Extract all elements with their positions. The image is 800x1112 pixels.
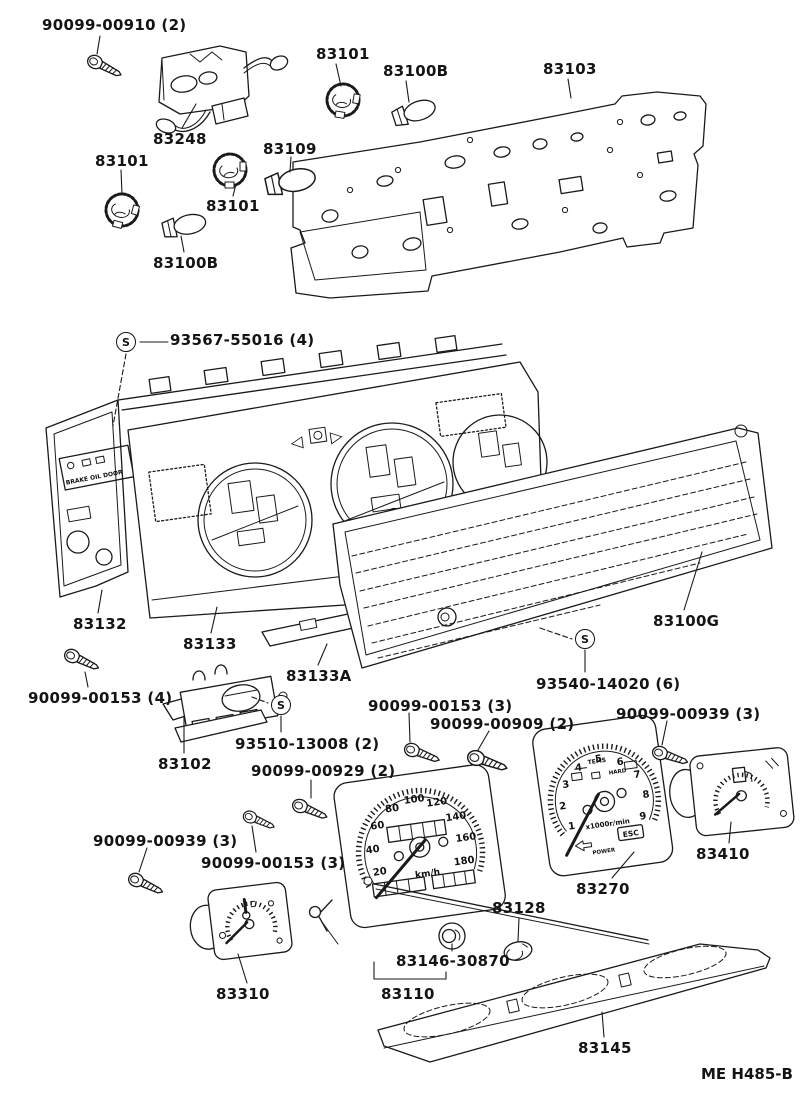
part-label-83109: 83109 [263,140,317,158]
part-label-90099-00939-2: 90099-00939 (3) [93,832,238,850]
part-label-83101-2: 83101 [95,152,149,170]
part-label-83145: 83145 [578,1039,632,1057]
part-label-90099-00929: 90099-00929 (2) [251,762,396,780]
speedo-tick-60: 60 [370,820,385,833]
pointer-rod [363,876,650,945]
part-label-83101-3: 83101 [206,197,260,215]
part-label-90099-00910: 90099-00910 (2) [42,16,187,34]
speedo-tick-120: 120 [426,796,448,810]
tach-tick-2: 2 [559,801,567,813]
screw-90099-00153-3a [402,740,443,766]
part-label-83103: 83103 [543,60,597,78]
part-label-83101-1: 83101 [316,45,370,63]
bulb-socket-83101-1 [322,79,364,123]
bulb-socket-83101-2 [100,188,144,234]
part-label-83102: 83102 [158,755,212,773]
part-label-83146-30870: 83146-30870 [396,952,510,970]
speedo-tick-80: 80 [385,803,400,816]
meter-lens-83100G [332,424,773,669]
tach-tick-1: 1 [568,821,576,833]
part-label-90099-00153-4: 90099-00153 (4) [28,689,173,707]
leader-lines [84,35,732,1038]
part-label-90099-00939-1: 90099-00939 (3) [616,705,761,723]
tach-tick-3: 3 [562,779,570,791]
hard-indicator-label: HARD [608,768,627,776]
part-label-93540-14020: 93540-14020 (6) [536,675,681,693]
tach-tick-9: 9 [639,811,647,823]
figure-code: ME H485-B [701,1065,793,1083]
part-label-83410: 83410 [696,845,750,863]
tach-tick-6: 6 [616,756,624,768]
part-label-83110: 83110 [381,985,435,1003]
part-label-83133A: 83133A [286,667,352,685]
part-label-83100B-2: 83100B [153,254,219,272]
part-label-90099-00153-3a: 90099-00153 (3) [368,697,513,715]
part-label-83270: 83270 [576,880,630,898]
dashed-leader-lines [112,353,573,704]
bulb-socket-83101-3 [212,152,248,190]
tems-indicator-label: TEMS [587,757,606,767]
screw-90099-00929 [290,796,331,823]
speed-sensor-83248 [155,45,289,134]
speedo-tick-40: 40 [365,844,380,857]
tach-tick-8: 8 [642,789,650,801]
speedometer-83110: 20 40 60 80 100 120 140 160 180 km/h [333,764,506,929]
speedo-tick-20: 20 [372,866,387,879]
part-label-83248: 83248 [153,130,207,148]
tach-tick-5: 5 [594,753,602,765]
speedo-tick-140: 140 [445,810,467,824]
tachometer-83270: 1 2 3 4 5 6 7 8 9 x1000r/min TEMS HARD E… [532,714,674,877]
s-marker-93510: S [271,695,291,715]
turn-left-arrow-icon: ◁ [288,431,305,452]
lower-cover-83145 [377,943,771,1063]
part-label-83310: 83310 [216,985,270,1003]
fuel-gauge-83410 [669,747,795,837]
screw-90099-00910 [84,52,125,81]
temp-gauge-83310 [189,881,293,961]
part-label-90099-00909: 90099-00909 (2) [430,715,575,733]
power-indicator-label: POWER [592,847,616,856]
trip-reset-shaft [308,899,339,945]
circuit-board-83103 [290,91,707,299]
screw-90099-00153-3b [241,808,278,833]
meter-case-rear-83132: BRAKE OIL DOOR [45,335,507,598]
turn-right-arrow-icon: ▷ [329,426,345,447]
part-label-83100B-1: 83100B [383,62,449,80]
turn-signal-arrow-icons: ◁ ▷ [288,426,345,452]
s-marker-93540: S [575,629,595,649]
screw-90099-00153-4 [61,646,102,674]
bulb-83100B-1 [390,95,439,129]
part-label-83128: 83128 [492,899,546,917]
speedo-tick-160: 160 [455,831,477,845]
part-label-83100G: 83100G [653,612,720,630]
tach-tick-7: 7 [633,769,641,781]
part-label-93567-55016: 93567-55016 (4) [170,331,315,349]
speedo-tick-180: 180 [453,855,475,869]
s-marker-93567: S [116,332,136,352]
screw-90099-00939-2 [125,870,166,898]
bulb-83100B-2 [160,211,209,240]
esc-indicator-label: ESC [622,828,640,839]
grommet-83128 [503,941,533,961]
part-label-83133: 83133 [183,635,237,653]
part-label-93510-13008: 93510-13008 (2) [235,735,380,753]
speedo-tick-100: 100 [403,793,425,807]
part-label-83132: 83132 [73,615,127,633]
part-label-90099-00153-3b: 90099-00153 (3) [201,854,346,872]
meter-gear-unit-83102 [162,664,288,743]
